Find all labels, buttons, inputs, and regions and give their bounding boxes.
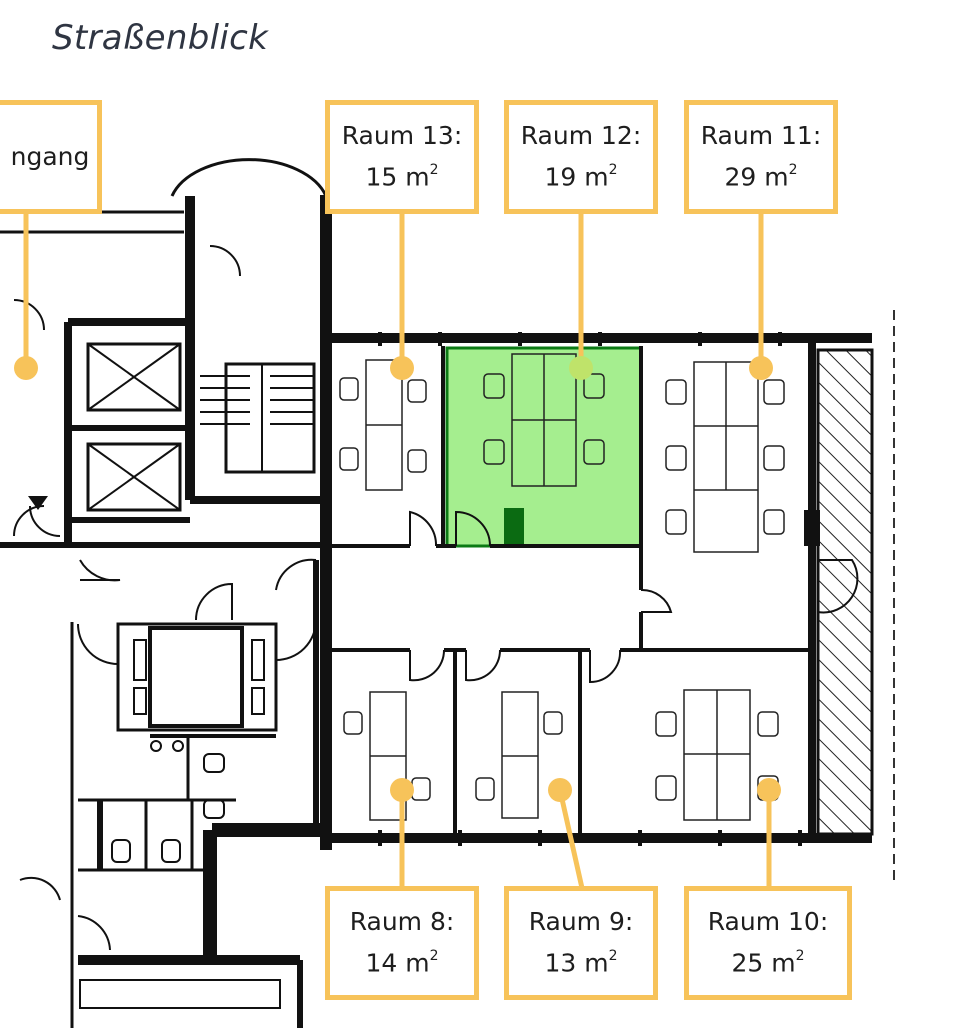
marker-raum-8: [390, 778, 414, 802]
street-view-label: Straßenblick: [52, 18, 269, 58]
marker-raum-13: [390, 356, 414, 380]
room-label: Raum 9:: [528, 907, 634, 937]
callout-raum-12[interactable]: Raum 12: 19 m2: [504, 100, 658, 214]
room-area: 25 m2: [731, 948, 805, 978]
room-label: Raum 8:: [349, 907, 455, 937]
office-walls: [320, 195, 872, 850]
room-area: 29 m2: [724, 162, 798, 192]
entrance-label: ngang: [10, 142, 90, 171]
callout-raum-9[interactable]: Raum 9: 13 m2: [504, 886, 658, 1000]
marker-raum-12: [569, 356, 593, 380]
room-label: Raum 13:: [341, 121, 463, 151]
marker-entrance: [14, 356, 38, 380]
callout-raum-10[interactable]: Raum 10: 25 m2: [684, 886, 852, 1000]
marker-raum-9: [548, 778, 572, 802]
callout-raum-13[interactable]: Raum 13: 15 m2: [325, 100, 479, 214]
callout-raum-8[interactable]: Raum 8: 14 m2: [325, 886, 479, 1000]
room-area: 19 m2: [544, 162, 618, 192]
facade-hatch: [816, 348, 874, 836]
room-label: Raum 12:: [520, 121, 642, 151]
room-label: Raum 11:: [700, 121, 822, 151]
callout-raum-11[interactable]: Raum 11: 29 m2: [684, 100, 838, 214]
core-walls: [0, 158, 328, 1028]
room-label: Raum 10:: [707, 907, 829, 937]
callout-entrance[interactable]: ngang: [0, 100, 102, 214]
room-area: 14 m2: [365, 948, 439, 978]
room-12-door-panel: [504, 508, 524, 546]
room-markers: [14, 356, 781, 802]
room-area: 15 m2: [365, 162, 439, 192]
marker-raum-10: [757, 778, 781, 802]
marker-raum-11: [749, 356, 773, 380]
callout-leaders: [23, 212, 772, 889]
room-area: 13 m2: [544, 948, 618, 978]
